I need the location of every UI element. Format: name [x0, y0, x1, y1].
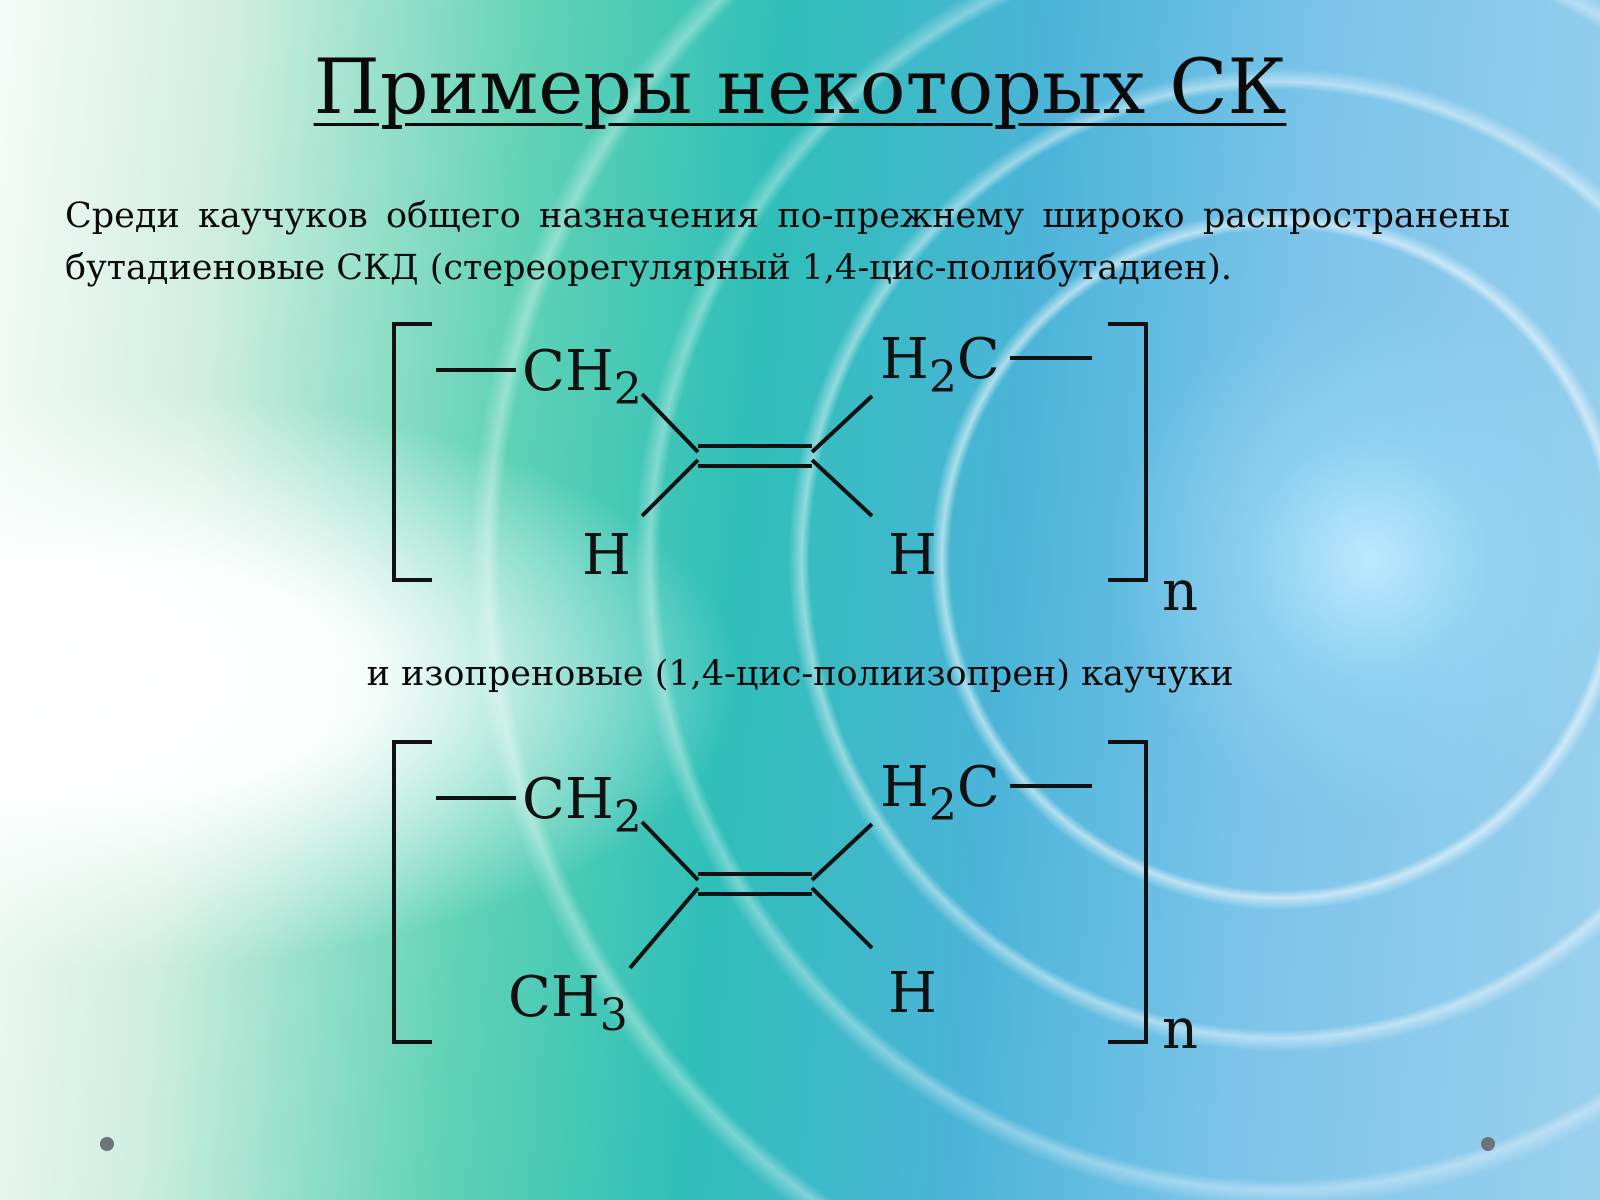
- bond-ch2-to-c: [640, 820, 700, 882]
- slide-title: Примеры некоторых СК: [313, 42, 1287, 131]
- repeat-index-n: n: [1162, 559, 1198, 624]
- left-bracket: [392, 322, 432, 582]
- right-bracket: [1108, 740, 1148, 1044]
- bond-c-to-h-right: [810, 458, 874, 518]
- intro-paragraph: Среди каучуков общего назначения по-преж…: [65, 196, 1510, 288]
- bond-c-to-h2c: [810, 394, 874, 454]
- right-h2c-group: H2C: [880, 755, 1000, 831]
- polybutadiene-structure-svg: CH2 H2C H H n: [392, 322, 1198, 624]
- bond-c-to-h-right: [810, 886, 874, 950]
- bottom-right-h: H: [888, 961, 937, 1026]
- left-ch2-group: CH2: [522, 339, 642, 415]
- bond-c-to-ch3: [628, 886, 700, 970]
- bond-ch2-to-c: [640, 392, 700, 454]
- repeat-index-n: n: [1162, 997, 1198, 1062]
- left-bracket: [392, 740, 432, 1044]
- right-bracket: [1108, 322, 1148, 582]
- bond-c-to-h-left: [640, 458, 700, 518]
- nav-dot-right: [1481, 1137, 1495, 1151]
- bond-c-to-h2c: [810, 822, 874, 882]
- bottom-left-ch3: CH3: [508, 965, 628, 1041]
- bottom-left-h: H: [582, 523, 631, 588]
- polybutadiene-formula: CH2 H2C H H n: [380, 312, 1240, 632]
- right-h2c-group: H2C: [880, 327, 1000, 403]
- polyisoprene-formula: CH2 H2C CH3 H n: [380, 730, 1240, 1062]
- isoprene-caption: и изопреновые (1,4-цис-полиизопрен) кауч…: [366, 654, 1234, 694]
- nav-dot-left: [100, 1137, 114, 1151]
- polyisoprene-structure-svg: CH2 H2C CH3 H n: [392, 740, 1198, 1062]
- left-ch2-group: CH2: [522, 767, 642, 843]
- bottom-right-h: H: [888, 523, 937, 588]
